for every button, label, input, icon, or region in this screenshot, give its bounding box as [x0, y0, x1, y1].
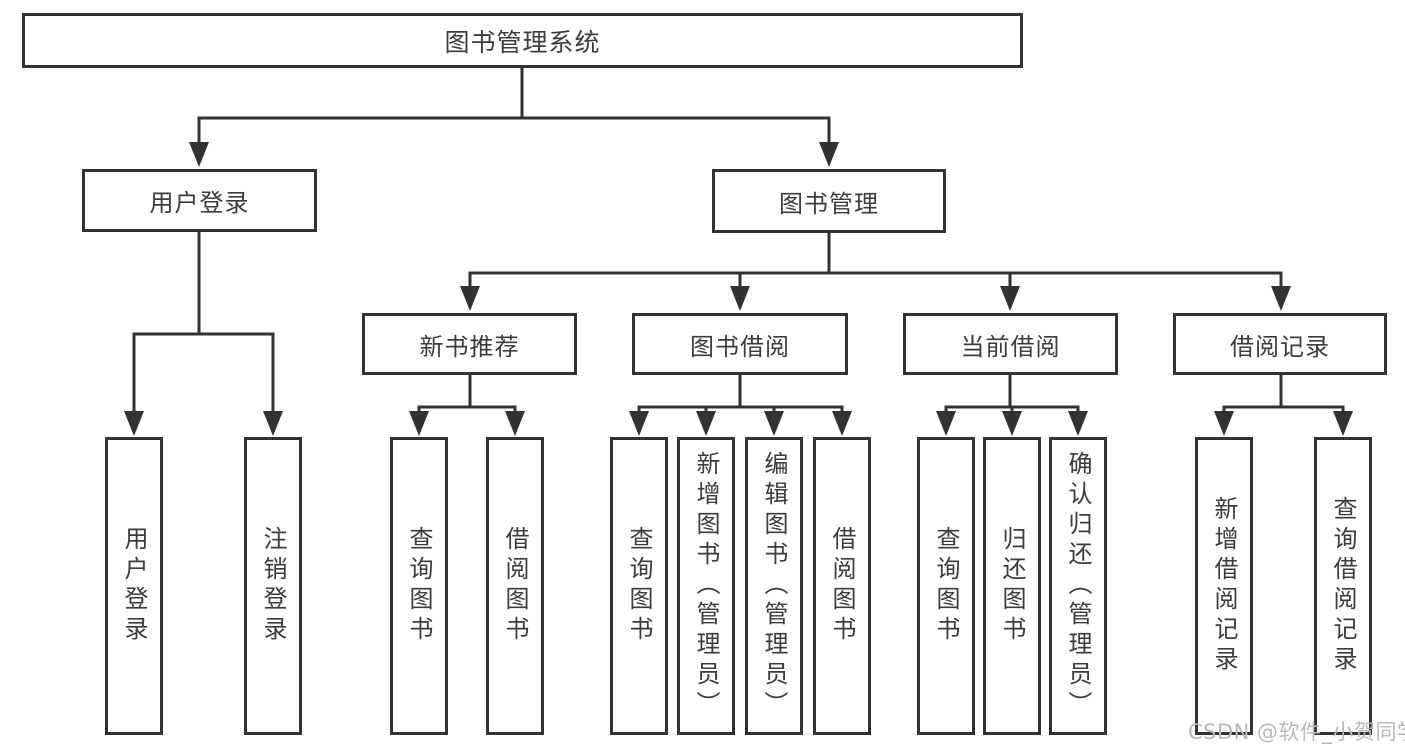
node-label: 图书管理系统 — [444, 27, 601, 57]
leaf-query-books-current: 查询图书 — [917, 437, 975, 735]
arrowhead — [1002, 411, 1022, 436]
arrowhead — [1333, 411, 1353, 436]
arrowhead — [696, 411, 716, 436]
node-borrow-records: 借阅记录 — [1173, 313, 1387, 375]
leaf-confirm-return-admin: 确认归还（管理员） — [1049, 437, 1107, 735]
node-label: 借阅记录 — [1230, 332, 1330, 361]
arrowhead — [189, 142, 209, 167]
arrowhead — [460, 286, 480, 311]
leaf-label: 确认归还（管理员） — [1064, 451, 1092, 721]
node-book-borrow: 图书借阅 — [632, 313, 848, 375]
leaf-label: 归还图书 — [998, 526, 1026, 646]
node-label: 当前借阅 — [960, 332, 1061, 361]
leaf-user-login: 用户登录 — [105, 437, 163, 735]
arrowhead — [505, 411, 525, 436]
leaf-label: 查询借阅记录 — [1329, 496, 1357, 676]
connector-current-borrow — [944, 373, 1080, 416]
connector-book-borrow — [637, 373, 844, 416]
connector-borrow-records — [1222, 373, 1345, 416]
connector-user-login — [132, 230, 275, 414]
arrowhead — [832, 411, 852, 436]
leaf-label: 注销登录 — [259, 526, 287, 646]
node-label: 图书借阅 — [690, 332, 790, 361]
connector-new-book-recommend — [417, 373, 517, 416]
node-label: 用户登录 — [149, 189, 250, 217]
watermark: CSDN @软件_小贺同学 — [1188, 720, 1405, 744]
leaf-label: 新增借阅记录 — [1210, 496, 1238, 676]
leaf-label: 借阅图书 — [828, 526, 856, 646]
arrowhead — [1068, 411, 1088, 436]
leaf-edit-book-admin: 编辑图书（管理员） — [745, 437, 803, 735]
leaf-return-book: 归还图书 — [983, 437, 1041, 735]
node-label: 图书管理 — [779, 189, 879, 218]
arrowhead — [730, 286, 750, 311]
leaf-query-books-recommend: 查询图书 — [390, 437, 448, 735]
arrowhead — [629, 411, 649, 436]
leaf-logout: 注销登录 — [244, 437, 302, 735]
leaf-label: 借阅图书 — [501, 526, 529, 646]
arrowhead — [409, 411, 429, 436]
node-label: 新书推荐 — [419, 332, 520, 361]
leaf-add-borrow-record: 新增借阅记录 — [1195, 437, 1253, 735]
node-new-book-recommend: 新书推荐 — [362, 313, 577, 375]
leaf-borrow-books-recommend: 借阅图书 — [486, 437, 544, 735]
arrowhead — [1214, 411, 1234, 436]
leaf-label: 编辑图书（管理员） — [760, 451, 788, 721]
leaf-borrow-books: 借阅图书 — [813, 437, 871, 735]
arrowhead — [764, 411, 784, 436]
node-user-login: 用户登录 — [82, 169, 317, 232]
arrowhead — [819, 142, 839, 167]
arrowhead — [1000, 286, 1020, 311]
arrowhead — [1271, 286, 1291, 311]
leaf-label: 新增图书（管理员） — [692, 451, 720, 721]
leaf-label: 查询图书 — [625, 526, 653, 646]
connector-root — [197, 66, 831, 148]
arrowhead — [263, 411, 283, 436]
leaf-label: 查询图书 — [405, 526, 433, 646]
leaf-label: 查询图书 — [932, 526, 960, 646]
arrowhead — [124, 411, 144, 436]
leaf-add-book-admin: 新增图书（管理员） — [677, 437, 735, 735]
node-book-management: 图书管理 — [712, 169, 946, 233]
node-root: 图书管理系统 — [22, 13, 1023, 68]
arrowhead — [936, 411, 956, 436]
leaf-query-books-borrow: 查询图书 — [610, 437, 668, 735]
leaf-label: 用户登录 — [120, 526, 148, 646]
connector-book-management — [468, 231, 1283, 292]
leaf-query-borrow-record: 查询借阅记录 — [1314, 437, 1372, 735]
node-current-borrow: 当前借阅 — [903, 313, 1118, 375]
